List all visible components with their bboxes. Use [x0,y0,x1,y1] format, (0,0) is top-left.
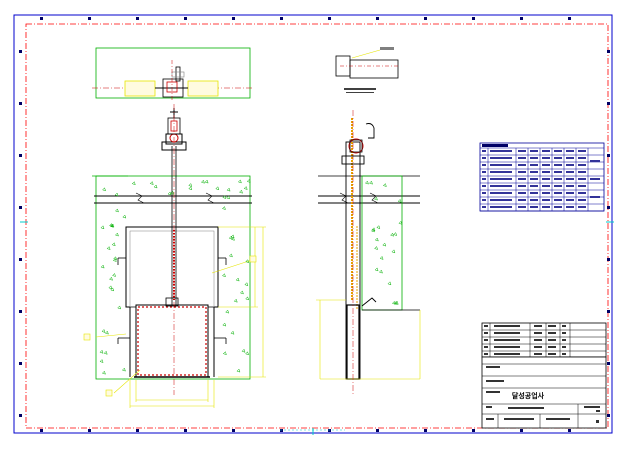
border-ticks-right [607,50,610,417]
title-block: 달성공업사 [481,322,607,429]
sheet-border [13,14,614,435]
border-ticks-left [19,50,22,417]
company-name: 달성공업사 [512,391,545,400]
side-section [316,47,421,395]
border-ticks-top [40,17,571,20]
front-elevation [83,104,266,408]
border-ticks-bottom [40,429,571,432]
parts-table [479,142,605,212]
plan-view [92,47,254,100]
